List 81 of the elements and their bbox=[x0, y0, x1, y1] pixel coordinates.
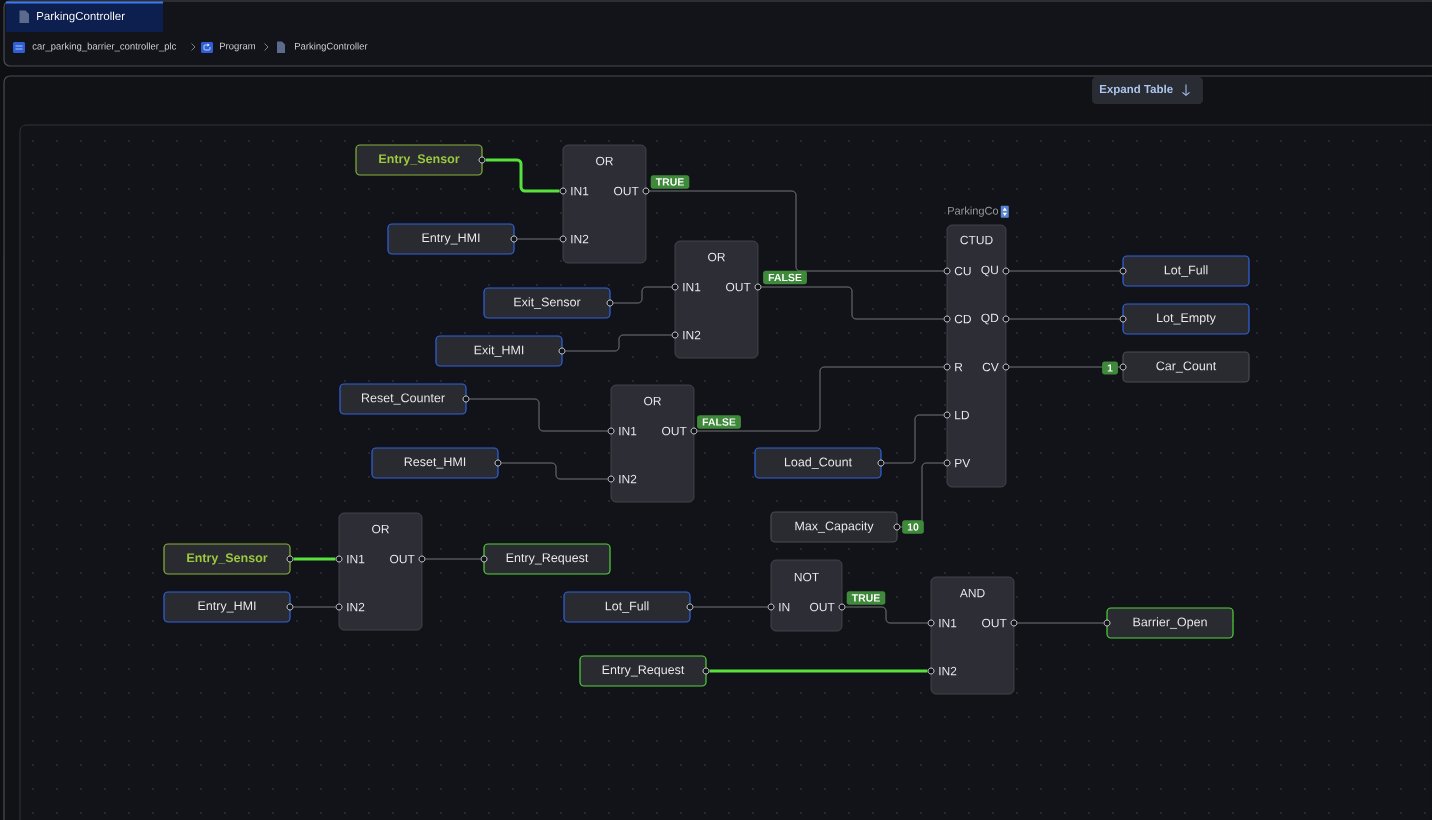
pin-label: IN2 bbox=[619, 474, 637, 484]
pin-label: OUT bbox=[726, 282, 751, 292]
wire bbox=[649, 190, 944, 272]
variable-box: Barrier_Open bbox=[1106, 607, 1234, 639]
wire bbox=[697, 366, 944, 432]
pin-label: QD bbox=[981, 313, 999, 325]
variable-box: Lot_Full bbox=[1122, 255, 1250, 287]
pin-label: PV bbox=[955, 458, 971, 468]
breadcrumb-item: Program bbox=[220, 42, 255, 52]
block-title: NOT bbox=[794, 572, 819, 582]
pin-label: OUT bbox=[810, 602, 835, 612]
variable-box: Max_Capacity bbox=[770, 511, 898, 543]
variable-box: Reset_Counter bbox=[339, 383, 467, 415]
value-badge: 10 bbox=[902, 520, 924, 534]
wire bbox=[485, 158, 560, 193]
variable-box: Load_Count bbox=[754, 447, 882, 479]
instance-name: ParkingCo bbox=[948, 206, 999, 217]
pin-label: IN1 bbox=[347, 554, 365, 564]
wire bbox=[761, 286, 944, 320]
block-title: OR bbox=[596, 156, 613, 166]
variable-box: Lot_Full bbox=[563, 591, 691, 623]
pin-label: IN1 bbox=[571, 186, 589, 196]
pin-label: IN2 bbox=[347, 602, 365, 612]
wire bbox=[565, 334, 672, 352]
pin-label: IN2 bbox=[571, 234, 589, 244]
pin-label: QU bbox=[981, 265, 998, 277]
breadcrumb-item: car_parking_barrier_controller_plc bbox=[32, 42, 177, 52]
wire bbox=[293, 606, 336, 608]
pin-label: CU bbox=[954, 266, 971, 276]
wire bbox=[1017, 622, 1104, 624]
pin-label: IN bbox=[779, 602, 790, 612]
wire bbox=[1009, 318, 1120, 320]
variable-box: Exit_HMI bbox=[435, 335, 563, 367]
pin-label: OUT bbox=[390, 554, 415, 564]
wire bbox=[469, 398, 608, 432]
variable-box: Entry_Sensor bbox=[355, 144, 483, 176]
pin-label: CD bbox=[954, 314, 971, 324]
wire bbox=[884, 414, 944, 464]
pin-label: IN1 bbox=[619, 426, 637, 436]
pin-label: CV bbox=[982, 362, 999, 372]
block-title: OR bbox=[644, 396, 661, 406]
variable-box: Car_Count bbox=[1122, 351, 1250, 383]
pin-label: OUT bbox=[982, 618, 1007, 628]
pin-label: IN2 bbox=[683, 330, 701, 340]
wire bbox=[845, 606, 928, 624]
pin-label: OUT bbox=[614, 186, 639, 196]
tab: ParkingController bbox=[6, 1, 163, 32]
variable-box: Exit_Sensor bbox=[483, 287, 611, 319]
value-badge: 1 bbox=[1102, 361, 1118, 375]
wire bbox=[613, 286, 672, 304]
wire bbox=[1009, 366, 1120, 368]
pin-label: IN1 bbox=[939, 618, 957, 628]
wire bbox=[1009, 270, 1120, 272]
variable-box: Entry_HMI bbox=[163, 591, 291, 623]
variable-box: Entry_Request bbox=[579, 655, 707, 687]
pin-label: IN2 bbox=[939, 666, 957, 676]
variable-box: Lot_Empty bbox=[1122, 303, 1250, 335]
expand-button: Expand Table bbox=[1092, 77, 1203, 104]
block-title: AND bbox=[959, 588, 985, 598]
wire bbox=[693, 606, 768, 608]
variable-box: Entry_HMI bbox=[387, 223, 515, 255]
wire bbox=[425, 558, 481, 560]
pin-label: OUT bbox=[662, 426, 687, 436]
block-title: OR bbox=[372, 524, 389, 534]
pin-label: LD bbox=[955, 410, 969, 420]
wire bbox=[517, 238, 560, 240]
wire bbox=[501, 462, 608, 480]
value-badge: TRUE bbox=[650, 175, 690, 189]
wire bbox=[900, 462, 944, 528]
variable-box: Reset_HMI bbox=[371, 447, 499, 479]
breadcrumb-item: ParkingController bbox=[295, 42, 368, 52]
pin-label: IN1 bbox=[683, 282, 701, 292]
value-badge: TRUE bbox=[846, 591, 886, 605]
wire bbox=[293, 557, 336, 561]
block-title: CTUD bbox=[960, 235, 993, 245]
variable-box: Entry_Request bbox=[483, 543, 611, 575]
block-title: OR bbox=[708, 252, 725, 262]
pin-label: R bbox=[955, 362, 963, 372]
wire bbox=[709, 669, 928, 673]
value-badge: FALSE bbox=[697, 415, 741, 429]
variable-box: Entry_Sensor bbox=[163, 543, 291, 575]
